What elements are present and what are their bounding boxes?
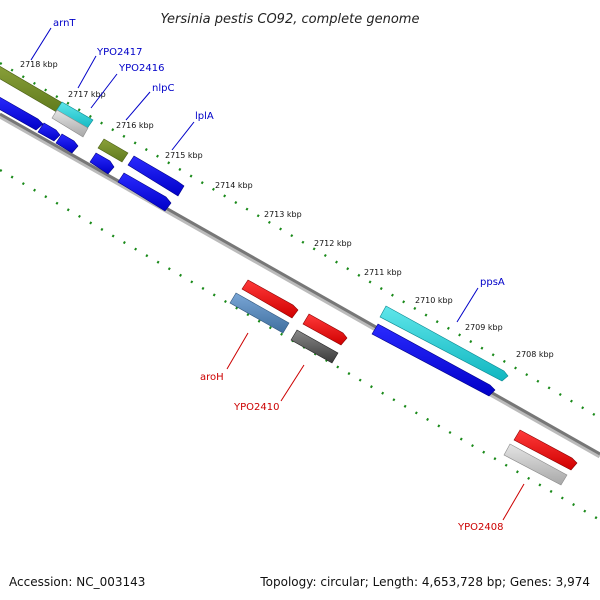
tick-2717kbp: 2717 kbp	[68, 90, 106, 99]
tick-2715kbp: 2715 kbp	[165, 151, 203, 160]
map-title: Yersinia pestis CO92, complete genome	[161, 12, 420, 27]
label-lplA[interactable]: lplA	[195, 111, 214, 122]
label-arnT[interactable]: arnT	[53, 18, 76, 29]
tick-2709kbp: 2709 kbp	[465, 323, 503, 332]
gene-YPO2416[interactable]	[51, 109, 89, 138]
leader-aroH	[226, 332, 249, 370]
gene-blue-5[interactable]	[117, 172, 172, 212]
tick-2716kbp: 2716 kbp	[116, 121, 154, 130]
label-nlpC[interactable]: nlpC	[152, 83, 174, 94]
gene-left-blue-3[interactable]	[55, 133, 79, 154]
gene-ppsA[interactable]	[379, 305, 509, 382]
gene-YPO2410[interactable]	[290, 329, 339, 364]
gene-blue-4[interactable]	[89, 152, 115, 175]
gene-red-3[interactable]	[513, 429, 578, 471]
tick-2708kbp: 2708 kbp	[516, 350, 554, 359]
leader-lplA	[171, 121, 195, 151]
label-ppsA[interactable]: ppsA	[480, 277, 505, 288]
genome-backbone-shadow	[0, 113, 600, 459]
gene-aroH[interactable]	[229, 292, 290, 334]
gene-labels: arnT YPO2417 YPO2416 nlpC lplA ppsA aroH…	[53, 18, 505, 533]
leader-nlpC	[125, 91, 151, 121]
label-leaders	[30, 27, 525, 521]
genome-summary-text: Topology: circular; Length: 4,653,728 bp…	[259, 575, 590, 589]
tick-labels: 2718 kbp 2717 kbp 2716 kbp 2715 kbp 2714…	[20, 60, 554, 359]
reverse-genes	[0, 95, 578, 486]
tick-2714kbp: 2714 kbp	[215, 181, 253, 190]
leader-YPO2408	[502, 483, 525, 521]
gene-lplA[interactable]	[127, 155, 185, 197]
tick-2710kbp: 2710 kbp	[415, 296, 453, 305]
outer-tick-track	[0, 61, 600, 420]
gene-nlpC[interactable]	[97, 138, 129, 163]
forward-genes	[0, 65, 509, 382]
leader-YPO2416	[90, 73, 118, 109]
label-YPO2408[interactable]: YPO2408	[457, 522, 503, 533]
gene-blue-ppsA-pair[interactable]	[371, 323, 496, 397]
gene-left-blue-1[interactable]	[0, 95, 44, 131]
genome-backbone	[0, 112, 600, 456]
leader-YPO2410	[280, 364, 305, 402]
gene-red-1[interactable]	[241, 279, 299, 319]
label-YPO2417[interactable]: YPO2417	[96, 47, 142, 58]
gene-red-2[interactable]	[302, 313, 348, 346]
gene-left-blue-2[interactable]	[37, 122, 61, 142]
leader-YPO2417	[77, 55, 97, 89]
tick-2711kbp: 2711 kbp	[364, 268, 402, 277]
tick-2712kbp: 2712 kbp	[314, 239, 352, 248]
accession-text: Accession: NC_003143	[9, 575, 145, 589]
label-YPO2416[interactable]: YPO2416	[118, 63, 164, 74]
gene-YPO2408[interactable]	[503, 443, 568, 486]
leader-arnT	[30, 27, 52, 61]
label-YPO2410[interactable]: YPO2410	[233, 402, 279, 413]
leader-ppsA	[456, 287, 479, 323]
label-aroH[interactable]: aroH	[200, 372, 224, 383]
tick-2718kbp: 2718 kbp	[20, 60, 58, 69]
tick-2713kbp: 2713 kbp	[264, 210, 302, 219]
